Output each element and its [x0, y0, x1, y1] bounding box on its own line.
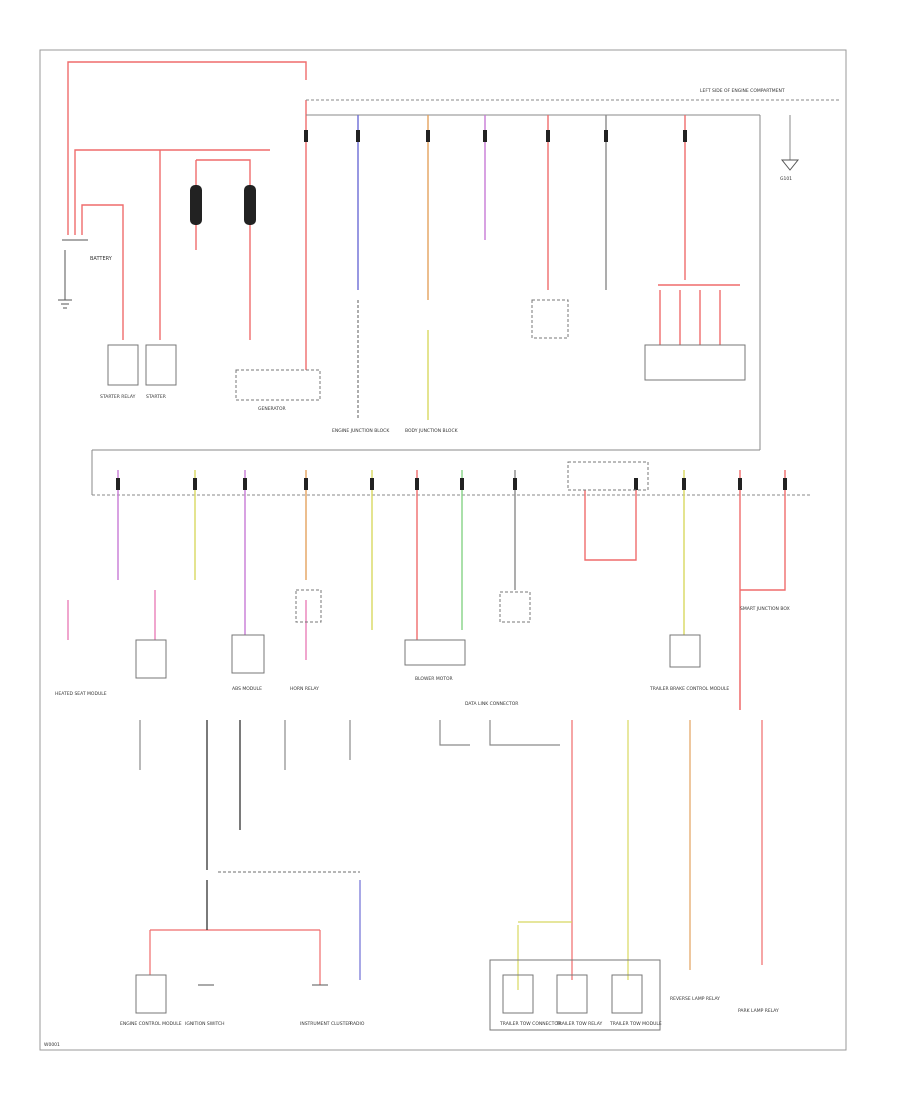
- comp-trailer-brake: [669, 634, 701, 668]
- starter-relay-label: STARTER RELAY: [100, 394, 136, 400]
- label-instrument: INSTRUMENT CLUSTER: [300, 1021, 351, 1027]
- diagram-footer-code: W0001: [44, 1042, 60, 1048]
- comp-abs: [231, 634, 265, 674]
- comp-horn: [295, 589, 322, 623]
- diagram-border: [39, 49, 847, 1051]
- comp-trailer-connector-3: [611, 974, 643, 1014]
- comp-radio: [499, 591, 531, 623]
- top-bus: [306, 99, 840, 450]
- lower-drops: [139, 670, 763, 990]
- label-trailer-connector-1: TRAILER TOW CONNECTOR: [499, 1021, 561, 1027]
- starter-label: STARTER: [146, 394, 166, 400]
- comp-ecm: [135, 974, 167, 1014]
- label-horn: HORN RELAY: [290, 686, 319, 692]
- label-trailer-connector-3: TRAILER TOW MODULE: [609, 1021, 662, 1027]
- label-ign-switch: IGNITION SWITCH: [185, 1021, 225, 1027]
- battery-label: BATTERY: [90, 256, 113, 262]
- module-box-1: [531, 299, 569, 339]
- comp-trailer-connector-1: [502, 974, 534, 1014]
- label-ecm: ENGINE CONTROL MODULE: [120, 1021, 182, 1027]
- label-reverse-lamp: REVERSE LAMP RELAY: [670, 996, 720, 1002]
- label-radio: RADIO: [350, 1021, 365, 1027]
- battery-symbol: [58, 239, 88, 309]
- battery-feed-wires: [67, 61, 307, 370]
- label-blower: BLOWER MOTOR: [415, 676, 453, 682]
- label-park-lamp: PARK LAMP RELAY: [738, 1008, 779, 1014]
- label-trailer-connector-2: TRAILER TOW RELAY: [555, 1021, 602, 1027]
- junction-box-right: [644, 344, 746, 381]
- comp-heated-seat: [135, 639, 167, 679]
- generator-box: [235, 369, 321, 401]
- top-fuse-drops: [357, 115, 740, 420]
- comp-trailer-connector-2: [556, 974, 588, 1014]
- fuse-box-right-label: LEFT SIDE OF ENGINE COMPARTMENT: [700, 88, 785, 94]
- starter-box: [145, 344, 177, 386]
- engine-junction-label: ENGINE JUNCTION BLOCK: [332, 428, 390, 434]
- label-heated-seat: HEATED SEAT MODULE: [55, 691, 107, 697]
- trailer-connector-group: [489, 959, 661, 1031]
- relay-box-middle: [567, 461, 649, 491]
- middle-fuse-marks: [116, 478, 787, 490]
- fusible-link-1: [190, 185, 202, 225]
- ground-symbol-top: [780, 159, 800, 171]
- ground-top-right: G101: [780, 176, 792, 182]
- label-trailer-brake: TRAILER BRAKE CONTROL MODULE: [649, 686, 729, 692]
- starter-relay-box: [107, 344, 139, 386]
- top-fuse-marks: [304, 130, 687, 142]
- middle-drops: [67, 470, 786, 710]
- middle-bus: [91, 449, 812, 496]
- comp-blower: [404, 639, 466, 666]
- body-junction-label: BODY JUNCTION BLOCK: [405, 428, 459, 434]
- label-data-link: DATA LINK CONNECTOR: [465, 701, 518, 707]
- fusible-link-2: [244, 185, 256, 225]
- label-abs: ABS MODULE: [232, 686, 262, 692]
- label-smart-junction: SMART JUNCTION BOX: [740, 606, 790, 612]
- generator-label: GENERATOR: [258, 406, 286, 412]
